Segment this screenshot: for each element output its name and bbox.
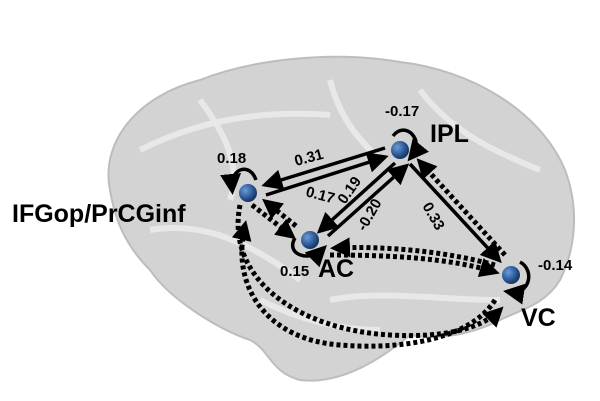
arrow-vc-to-ifg: [231, 220, 498, 349]
self-value-vc: -0.14: [538, 257, 573, 274]
self-loop-vc: [503, 260, 531, 305]
label-ipl: IPL: [430, 120, 469, 148]
label-ac: AC: [318, 255, 354, 283]
self-value-ipl: -0.17: [385, 103, 419, 120]
node-ac: [301, 231, 319, 249]
self-loop-ifg: [220, 167, 258, 195]
self-loop-ipl: [391, 128, 429, 162]
brain-surface: [107, 55, 575, 382]
label-vc: VC: [521, 304, 556, 332]
node-ifg: [239, 184, 257, 202]
arrow-ipl-to-ac: [316, 161, 397, 234]
arrow-ifg-to-vc: [235, 204, 504, 339]
value-ipl-to-ifg: 0.31: [293, 146, 326, 170]
node-vc: [502, 266, 520, 284]
arrow-ac-to-vc: [329, 252, 500, 278]
self-value-ac: 0.15: [280, 263, 309, 280]
self-value-ifg: 0.18: [217, 150, 246, 167]
arrow-ifg-to-ac: [250, 203, 296, 240]
label-ifg: IFGop/PrCGinf: [12, 200, 186, 228]
arrow-ac-to-ipl: [326, 163, 410, 238]
value-ifg-to-ipl: 0.17: [304, 183, 337, 207]
arrow-ifg-to-ipl: [265, 152, 389, 197]
node-ipl: [391, 141, 409, 159]
arrow-vc-to-ac: [330, 237, 496, 268]
self-loop-ac: [291, 237, 327, 268]
